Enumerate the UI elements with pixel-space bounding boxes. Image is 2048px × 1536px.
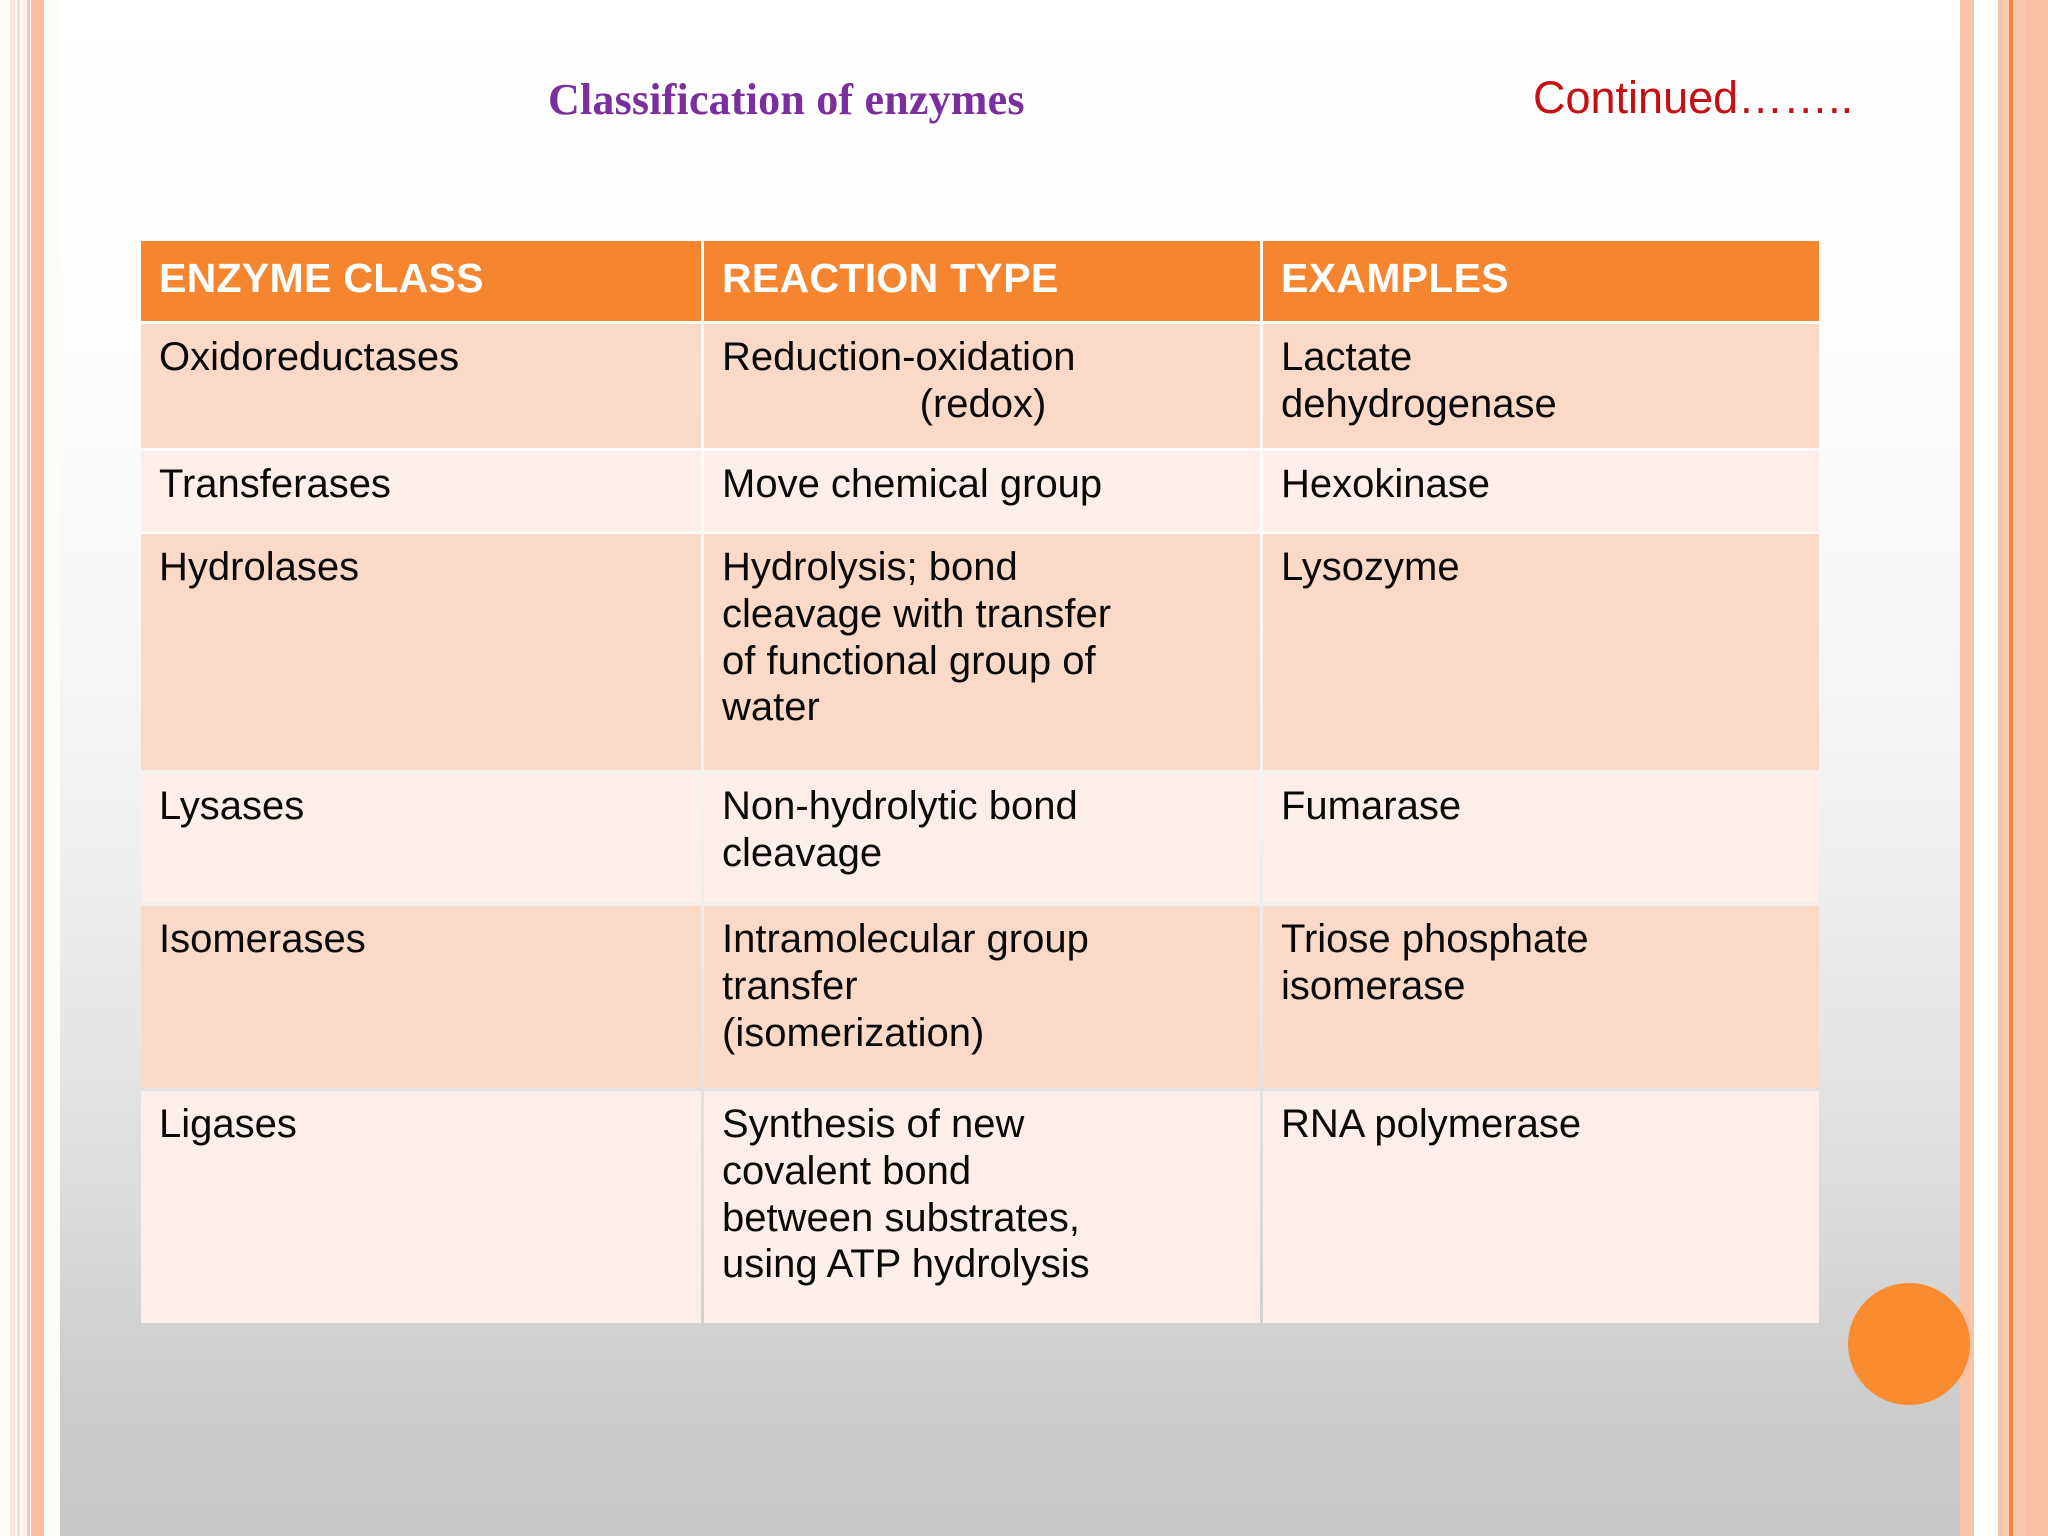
right-stripe-2 [1974,0,1998,1536]
enzyme-class-text: Hydrolases [159,545,360,589]
table-row: Hydrolases Hydrolysis; bond cleavage wit… [141,534,1819,770]
cell-example: Triose phosphate isomerase [1263,906,1819,1088]
reaction-type-line-2: cleavage [722,830,883,875]
cell-example: Fumarase [1263,773,1819,903]
cell-enzyme-class: Transferases [141,451,701,531]
enzyme-class-text: Oxidoreductases [159,335,460,379]
table-row: Lysases Non-hydrolytic bond cleavage Fum… [141,773,1819,903]
cell-enzyme-class: Hydrolases [141,534,701,770]
cell-reaction-type: Synthesis of new covalent bond between s… [704,1091,1260,1323]
cell-reaction-type: Hydrolysis; bond cleavage with transfer … [704,534,1260,770]
enzyme-class-text: Lysases [159,784,305,828]
left-stripe-4 [27,0,30,1536]
example-line-1: Fumarase [1281,784,1462,828]
table-row: Ligases Synthesis of new covalent bond b… [141,1091,1819,1323]
left-border-decoration [0,0,60,1536]
reaction-type-line-1: Move chemical group [722,462,1103,506]
table-body: Oxidoreductases Reduction-oxidation (red… [141,324,1819,1323]
enzyme-class-text: Isomerases [159,917,366,961]
continued-label: Continued…….. [1533,72,1854,123]
cell-enzyme-class: Lysases [141,773,701,903]
example-line-1: RNA polymerase [1281,1102,1582,1146]
cell-example: Lysozyme [1263,534,1819,770]
cell-reaction-type: Non-hydrolytic bond cleavage [704,773,1260,903]
example-line-1: Hexokinase [1281,462,1491,506]
reaction-type-line-2: cleavage with transfer [722,591,1112,636]
reaction-type-line-1: Non-hydrolytic bond [722,784,1078,828]
right-stripe-5 [2009,0,2013,1536]
right-stripe-7 [2025,0,2048,1536]
reaction-type-line-1: Reduction-oxidation [722,335,1076,379]
cell-enzyme-class: Oxidoreductases [141,324,701,448]
page-title: Classification of enzymes [548,75,1025,124]
enzyme-class-text: Ligases [159,1102,297,1146]
left-stripe-2 [17,0,20,1536]
table-row: Isomerases Intramolecular group transfer… [141,906,1819,1088]
left-stripe-1 [10,0,15,1536]
right-border-decoration [1960,0,2048,1536]
cell-example: Lactate dehydrogenase [1263,324,1819,448]
orange-circle-decoration [1848,1283,1970,1405]
cell-enzyme-class: Ligases [141,1091,701,1323]
column-header-enzyme-class: ENZYME CLASS [141,241,701,321]
table-row: Oxidoreductases Reduction-oxidation (red… [141,324,1819,448]
column-header-reaction-type: REACTION TYPE [704,241,1260,321]
reaction-type-line-2: (redox) [919,381,1047,426]
right-stripe-1 [1960,0,1974,1536]
example-line-1: Lysozyme [1281,545,1460,589]
reaction-type-line-4: water [722,685,820,730]
reaction-type-line-4: using ATP hydrolysis [722,1242,1090,1287]
cell-example: RNA polymerase [1263,1091,1819,1323]
cell-reaction-type: Move chemical group [704,451,1260,531]
left-stripe-3 [22,0,26,1536]
right-stripe-3 [1998,0,2003,1536]
example-line-2: isomerase [1281,963,1466,1008]
table-row: Transferases Move chemical group Hexokin… [141,451,1819,531]
enzyme-classification-table: ENZYME CLASS REACTION TYPE EXAMPLES Oxid… [138,238,1822,1326]
reaction-type-line-3: (isomerization) [722,1010,985,1055]
example-line-1: Triose phosphate [1281,917,1589,961]
example-line-2: dehydrogenase [1281,381,1557,426]
example-line-1: Lactate [1281,335,1413,379]
left-stripe-5 [31,0,44,1536]
reaction-type-line-1: Intramolecular group [722,917,1089,961]
right-stripe-6 [2013,0,2025,1536]
reaction-type-line-2: transfer [722,963,858,1008]
reaction-type-line-1: Hydrolysis; bond [722,545,1018,589]
reaction-type-line-3: of functional group of [722,638,1096,683]
reaction-type-line-1: Synthesis of new [722,1102,1025,1146]
reaction-type-line-2: covalent bond [722,1148,972,1193]
title-row: Classification of enzymes Continued…….. [138,72,1918,144]
reaction-type-line-3: between substrates, [722,1195,1080,1240]
cell-reaction-type: Reduction-oxidation (redox) [704,324,1260,448]
column-header-examples: EXAMPLES [1263,241,1819,321]
table-header: ENZYME CLASS REACTION TYPE EXAMPLES [141,241,1819,321]
enzyme-class-text: Transferases [159,462,391,506]
table-header-row: ENZYME CLASS REACTION TYPE EXAMPLES [141,241,1819,321]
cell-example: Hexokinase [1263,451,1819,531]
cell-reaction-type: Intramolecular group transfer (isomeriza… [704,906,1260,1088]
cell-enzyme-class: Isomerases [141,906,701,1088]
right-stripe-4 [2003,0,2009,1536]
